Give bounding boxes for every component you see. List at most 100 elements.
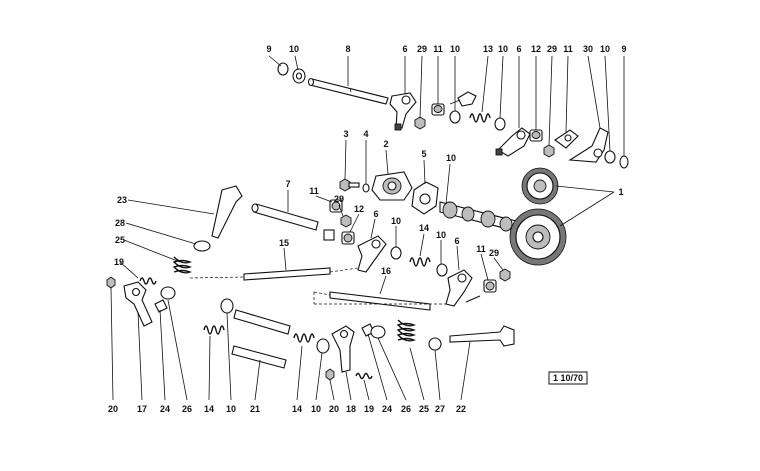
seat-28: [193, 240, 211, 252]
spring-19-bottom: [355, 372, 373, 380]
bushing-12-top: [529, 129, 543, 142]
rocker-arm-18: [331, 325, 355, 373]
callout-10: 10: [446, 153, 456, 163]
callout-labels: 9 10 8 6 29 11 10 13 10 6 12 29 11 30 10…: [108, 44, 627, 414]
callout-12: 12: [531, 44, 541, 54]
callout-14: 14: [292, 404, 302, 414]
camshaft-assembly: [139, 167, 567, 311]
spring-25-bottom: [396, 319, 416, 342]
callout-29: 29: [489, 248, 499, 258]
bolt-3: [339, 178, 360, 192]
callout-5: 5: [421, 149, 426, 159]
washer-10-bottom-left: [220, 298, 234, 314]
housing-2: [371, 171, 413, 201]
nut-29-top-b: [543, 144, 555, 158]
callout-7: 7: [285, 179, 290, 189]
spring-14-bottom-left: [203, 325, 225, 335]
callout-10: 10: [600, 44, 610, 54]
nut-29-top: [414, 116, 426, 130]
bushing-11-middle-right: [483, 279, 497, 293]
callout-19: 19: [364, 404, 374, 414]
bushing-11-top: [431, 103, 445, 116]
bracket-11-top: [554, 129, 579, 149]
washer-4: [362, 183, 370, 193]
pin-middle: [323, 229, 335, 241]
callout-10: 10: [226, 404, 236, 414]
callout-10: 10: [311, 404, 321, 414]
callout-12: 12: [354, 204, 364, 214]
callout-26: 26: [182, 404, 192, 414]
callout-10: 10: [289, 44, 299, 54]
callout-1: 1: [618, 187, 623, 197]
callout-30: 30: [583, 44, 593, 54]
callout-24: 24: [160, 404, 170, 414]
callout-10: 10: [450, 44, 460, 54]
rocker-arm-6-middle-left: [357, 235, 387, 273]
washer-hole: [295, 72, 303, 80]
callout-4: 4: [363, 129, 368, 139]
timing-gear-large: [509, 208, 567, 266]
washer-10-bottom-middle: [316, 338, 330, 354]
valve-23: [211, 185, 243, 239]
reference-label: 1 10/70: [553, 373, 583, 383]
callout-17: 17: [137, 404, 147, 414]
callout-10: 10: [498, 44, 508, 54]
callout-11: 11: [433, 44, 443, 54]
callout-11: 11: [476, 244, 486, 254]
reference-box: [548, 371, 588, 385]
washer-10-top-c: [494, 117, 506, 131]
nut-29-middle-right: [499, 268, 511, 282]
rocker-arm-17: [123, 281, 153, 327]
nut-20-left: [106, 276, 116, 289]
pushrod-7: [251, 203, 319, 231]
callout-9: 9: [621, 44, 626, 54]
washer-10-right: [604, 150, 616, 164]
callout-22: 22: [456, 404, 466, 414]
washer-9-right: [619, 155, 629, 169]
callout-23: 23: [117, 195, 127, 205]
callout-11: 11: [563, 44, 573, 54]
callout-16: 16: [381, 266, 391, 276]
rocker-shaft-8: [307, 77, 389, 105]
nut-29-middle: [340, 214, 352, 228]
washer-27: [428, 337, 442, 351]
callout-24: 24: [382, 404, 392, 414]
callout-6: 6: [402, 44, 407, 54]
callout-27: 27: [435, 404, 445, 414]
spring-14-bottom-middle: [293, 333, 315, 343]
washer-10-top-b: [449, 110, 461, 124]
callout-9: 9: [266, 44, 271, 54]
callout-8: 8: [345, 44, 350, 54]
valve-22: [449, 325, 515, 347]
screw-middle-right: [465, 295, 481, 303]
callout-25: 25: [115, 235, 125, 245]
bushing-12-middle: [341, 231, 355, 245]
spring-13-top: [469, 113, 491, 123]
callout-18: 18: [346, 404, 356, 414]
cap-26-middle: [370, 325, 386, 339]
callout-20: 20: [108, 404, 118, 414]
callout-10: 10: [436, 230, 446, 240]
callout-21: 21: [250, 404, 260, 414]
spring-19-upper: [139, 277, 157, 285]
callout-14: 14: [419, 223, 429, 233]
camshaft: [439, 201, 521, 233]
bushing-11-middle: [329, 199, 343, 213]
callout-11: 11: [309, 186, 319, 196]
callout-28: 28: [115, 218, 125, 228]
cap-26-left: [160, 286, 176, 300]
callout-29: 29: [547, 44, 557, 54]
washer-10-middle-b: [436, 263, 448, 277]
pushrod-15: [243, 267, 331, 281]
callout-26: 26: [401, 404, 411, 414]
callout-25: 25: [419, 404, 429, 414]
pushrod-16: [329, 291, 431, 311]
callout-29: 29: [417, 44, 427, 54]
gasket-5: [411, 181, 439, 215]
callout-29: 29: [334, 194, 344, 204]
top-row-parts: [277, 62, 629, 169]
spring-25-upper: [172, 256, 192, 274]
nut-20-middle: [325, 368, 335, 381]
leader-lines: [110, 55, 625, 401]
